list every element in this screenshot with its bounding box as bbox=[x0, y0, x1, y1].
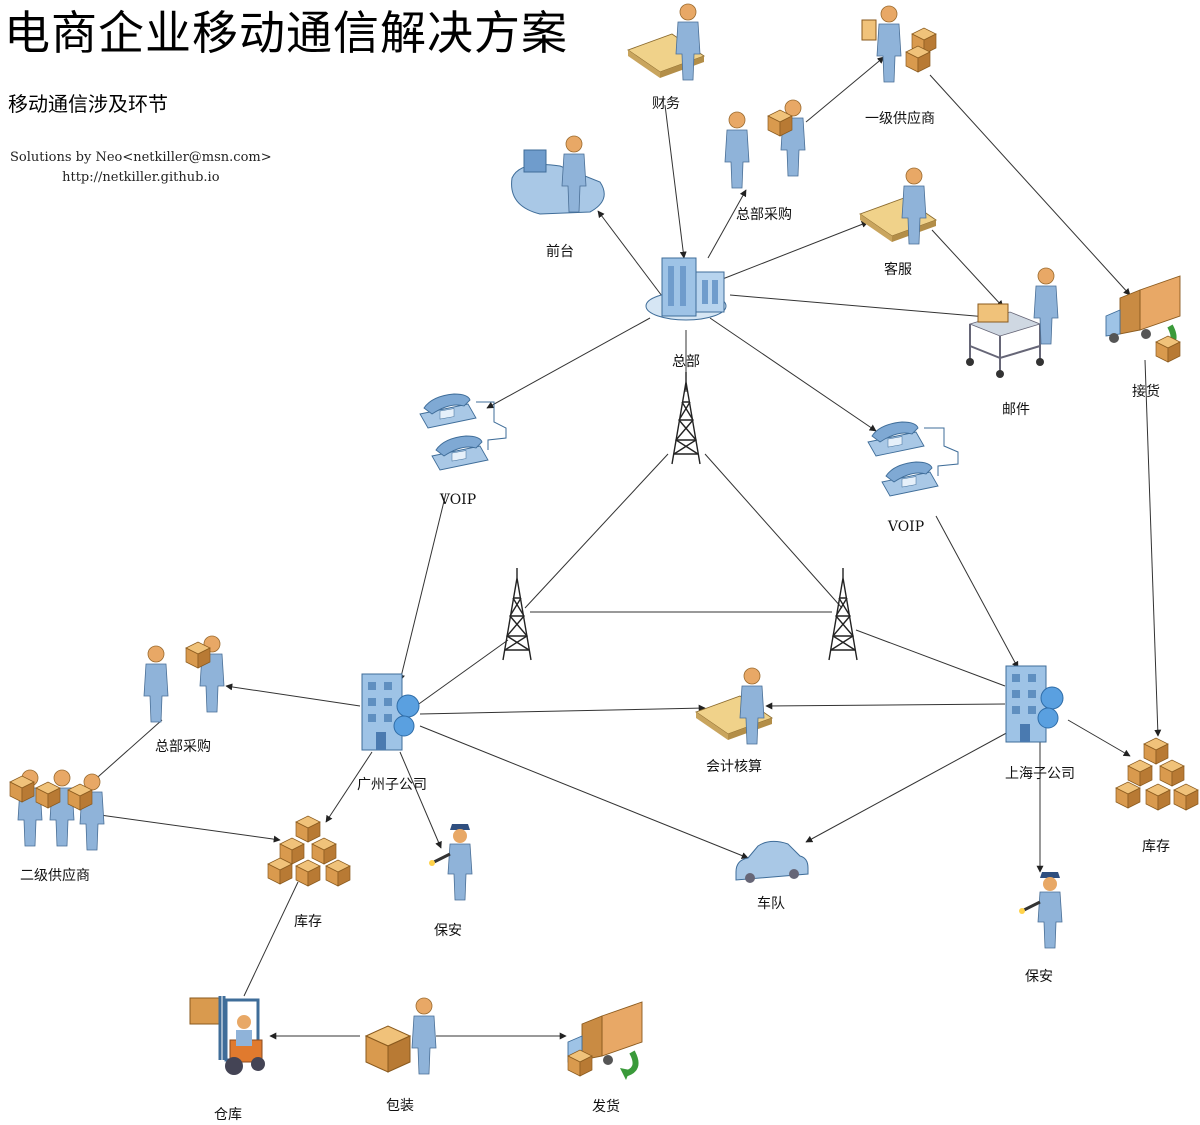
edge-hq-purchase bbox=[707, 189, 747, 259]
node-gz-stock: 库存 bbox=[267, 815, 351, 930]
node-finance: 财务 bbox=[627, 3, 705, 112]
node-voip-left: VOIP bbox=[419, 393, 507, 508]
node-warehouse: 仓库 bbox=[188, 994, 267, 1123]
edge-hq-voip-right bbox=[709, 317, 877, 432]
edges bbox=[89, 56, 1162, 1040]
node-shipping: 发货 bbox=[568, 1002, 642, 1115]
edge-purchase-supplier1 bbox=[805, 56, 885, 123]
label-sh-stock: 库存 bbox=[1142, 839, 1170, 855]
credit-author: Solutions by Neo<netkiller@msn.com> bbox=[10, 150, 272, 165]
label-sh-guard: 保安 bbox=[1025, 969, 1053, 985]
node-frontdesk: 前台 bbox=[511, 135, 605, 260]
node-fleet: 车队 bbox=[735, 840, 809, 912]
label-gz: 广州子公司 bbox=[357, 777, 427, 793]
node-supplier2: 二级供应商 bbox=[9, 769, 105, 884]
edge-gz-guard bbox=[399, 751, 442, 849]
node-tower-top bbox=[671, 371, 701, 465]
label-gz-guard: 保安 bbox=[434, 923, 462, 939]
edge-supplier1-receive bbox=[929, 74, 1131, 296]
edge-sh-fleet bbox=[805, 729, 1013, 843]
node-gz-guard: 保安 bbox=[427, 822, 474, 939]
edge-voip-sh bbox=[935, 515, 1019, 669]
node-service: 客服 bbox=[859, 167, 937, 278]
node-gz: 广州子公司 bbox=[357, 673, 427, 793]
label-accounting: 会计核算 bbox=[706, 759, 762, 775]
edge-finance-hq bbox=[664, 104, 687, 259]
label-voip-right: VOIP bbox=[887, 519, 924, 535]
label-hq: 总部 bbox=[672, 354, 700, 370]
label-gz-purchase: 总部采购 bbox=[155, 739, 211, 755]
edge-stock-warehouse bbox=[243, 881, 299, 997]
edge-hq-frontdesk bbox=[597, 210, 666, 301]
label-supplier1: 一级供应商 bbox=[865, 110, 935, 127]
label-warehouse: 仓库 bbox=[214, 1107, 242, 1123]
edge-voip-gz bbox=[398, 492, 447, 682]
credit: Solutions by Neo<netkiller@msn.com> http… bbox=[10, 148, 272, 188]
page-subtitle: 移动通信涉及环节 bbox=[8, 92, 168, 116]
label-receive: 接货 bbox=[1132, 383, 1160, 400]
node-hq-purchase: 总部采购 bbox=[724, 99, 806, 223]
edge-tower-right bbox=[704, 453, 843, 609]
label-sh: 上海子公司 bbox=[1005, 766, 1075, 782]
edge-gz-accounting bbox=[419, 704, 706, 715]
label-gz-stock: 库存 bbox=[294, 914, 322, 930]
edge-tower-left bbox=[524, 453, 669, 609]
edge-sh-accounting bbox=[765, 702, 1006, 710]
label-packing: 包装 bbox=[386, 1098, 414, 1114]
label-supplier2: 二级供应商 bbox=[20, 867, 90, 884]
label-mail: 邮件 bbox=[1002, 402, 1030, 418]
node-supplier1: 一级供应商 bbox=[861, 5, 937, 127]
edge-purchase-supplier2 bbox=[89, 719, 163, 785]
label-shipping: 发货 bbox=[592, 1098, 620, 1115]
label-fleet: 车队 bbox=[757, 895, 785, 912]
edge-service-mail bbox=[931, 229, 1004, 308]
node-receive: 接货 bbox=[1106, 276, 1180, 400]
label-voip-left: VOIP bbox=[439, 492, 476, 508]
node-gz-purchase: 总部采购 bbox=[143, 635, 225, 755]
label-service: 客服 bbox=[884, 261, 912, 278]
node-sh: 上海子公司 bbox=[1005, 665, 1075, 782]
page-title: 电商企业移动通信解决方案 bbox=[4, 6, 568, 60]
edge-supplier2-stock bbox=[99, 814, 281, 843]
label-finance: 财务 bbox=[652, 96, 680, 112]
edge-hq-mail bbox=[729, 294, 988, 320]
node-hq: 总部 bbox=[645, 257, 727, 370]
label-hq-purchase: 总部采购 bbox=[736, 207, 792, 223]
edge-sh-stock bbox=[1067, 719, 1131, 757]
edge-receive-stock bbox=[1144, 359, 1162, 737]
node-tower-left bbox=[502, 567, 532, 661]
label-frontdesk: 前台 bbox=[546, 243, 574, 260]
node-packing: 包装 bbox=[364, 997, 437, 1114]
edge-tower-sh bbox=[855, 629, 1006, 687]
node-mail: 邮件 bbox=[965, 267, 1059, 418]
edge-gz-stock bbox=[325, 751, 373, 823]
node-sh-stock: 库存 bbox=[1115, 737, 1199, 855]
credit-url: http://netkiller.github.io bbox=[62, 170, 220, 185]
edge-hq-service bbox=[719, 221, 869, 281]
node-tower-right bbox=[828, 567, 858, 661]
edge-hq-voip-left bbox=[486, 317, 651, 409]
edge-tower-gz bbox=[415, 639, 509, 707]
edge-gz-purchase bbox=[225, 683, 361, 707]
edge-gz-fleet bbox=[419, 725, 749, 859]
node-voip-right: VOIP bbox=[867, 421, 959, 535]
node-sh-guard: 保安 bbox=[1017, 870, 1064, 985]
node-accounting: 会计核算 bbox=[695, 667, 773, 775]
